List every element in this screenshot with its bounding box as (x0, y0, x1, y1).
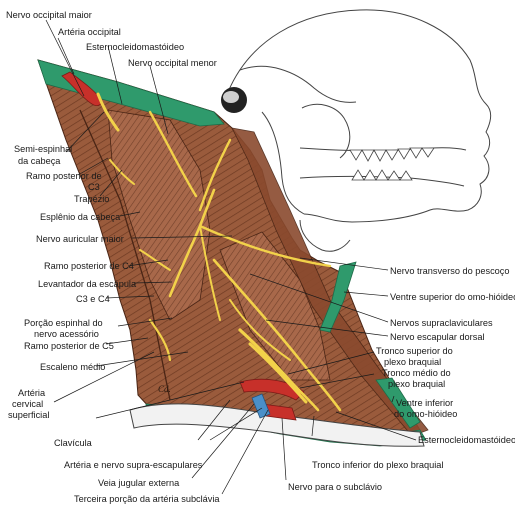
label-nervo-acessorio: nervo acessório (34, 329, 99, 339)
label-superficial: superficial (8, 410, 49, 420)
omohyoid-superior-belly (319, 261, 357, 333)
great-auricular-nerve (198, 138, 232, 212)
label-ramo-posterior-c3-num: C3 (88, 182, 100, 192)
fascia-top (37, 59, 225, 127)
posterior-ramus-c4 (139, 249, 171, 271)
label-nervo-transverso: Nervo transverso do pescoço (390, 266, 510, 276)
external-jugular-vein (251, 393, 271, 419)
label-porcao-espinhal: Porção espinhal do (24, 318, 103, 328)
clavicle-bone (129, 403, 425, 447)
label-veia-jugular-externa: Veia jugular externa (98, 478, 180, 488)
label-nervo-auricular-maior: Nervo auricular maior (36, 234, 124, 244)
label-c3-c4: C3 e C4 (76, 294, 110, 304)
label-esternocleidomastoideo-bottom: Esternocleidomastóideo (418, 435, 515, 445)
label-trapezio: Trapézio (74, 194, 109, 204)
teeth (349, 147, 435, 181)
dorsal-scapular-nerve (229, 299, 291, 361)
label-nervo-subclavio: Nervo para o subclávio (288, 482, 382, 492)
label-semi-espinhal: Semi-espinhal (14, 144, 72, 154)
trapezius-edge (79, 109, 171, 401)
label-esplenio-cabeca: Esplênio da cabeça (40, 212, 121, 222)
accessory-nerve (199, 225, 221, 321)
greater-occipital-nerve (96, 92, 120, 132)
label-ramo-posterior-c4: Ramo posterior de C4 (44, 261, 134, 271)
splenius-muscle (107, 109, 211, 321)
label-tronco-superior: Tronco superior do (376, 346, 453, 356)
label-levantador-escapula: Levantador da escápula (38, 279, 137, 289)
scalene-muscle (219, 231, 331, 381)
label-ramo-posterior-c3: Ramo posterior de (26, 171, 102, 181)
label-arteria-occipital: Artéria occipital (58, 27, 121, 37)
transverse-cervical-nerve (198, 224, 332, 268)
nerves (96, 92, 342, 412)
mastoid-process (221, 87, 247, 113)
label-esternocleidomastoideo-top: Esternocleidomastóideo (86, 42, 184, 52)
label-cervical: cervical (12, 399, 43, 409)
label-ramo-posterior-c5: Ramo posterior de C5 (24, 341, 114, 351)
label-tronco-medio: Tronco médio do (382, 368, 451, 378)
label-terceira-porcao-subclavia: Terceira porção da artéria subclávia (74, 494, 220, 504)
label-nervos-supraclaviculares: Nervos supraclaviculares (390, 318, 493, 328)
label-ventre-inferior: Ventre inferior (396, 398, 453, 408)
supraclavicular-nerves (212, 258, 342, 412)
label-tronco-inferior: Tronco inferior do plexo braquial (312, 460, 443, 470)
posterior-ramus-c3 (109, 159, 135, 185)
lesser-occipital-nerve (148, 110, 198, 198)
label-tronco-superior-plexo: plexo braquial (384, 357, 441, 367)
omohyoid-inferior-belly (375, 377, 421, 429)
leader-lines (45, 19, 417, 495)
label-clavicula: Clavícula (54, 438, 93, 448)
label-nervo-occipital-menor: Nervo occipital menor (128, 58, 217, 68)
labels: Nervo occipital maior Artéria occipital … (6, 10, 515, 504)
label-semi-espinhal-cabeca: da cabeça (18, 156, 61, 166)
label-ventre-inferior-omo: do omo-hióideo (394, 409, 457, 419)
label-ventre-superior-omo: Ventre superior do omo-hióideo (390, 292, 515, 302)
occipital-artery (61, 71, 102, 106)
brachial-plexus-middle (248, 342, 308, 404)
label-escaleno-medio: Escaleno médio (40, 362, 105, 372)
label-nervo-occipital-maior: Nervo occipital maior (6, 10, 92, 20)
artist-signature: Cd. (158, 384, 171, 394)
label-nervo-escapular-dorsal: Nervo escapular dorsal (390, 332, 484, 342)
label-tronco-medio-plexo: plexo braquial (388, 379, 445, 389)
label-arteria-nervo-supra-escapulares: Artéria e nervo supra-escapulares (64, 460, 203, 470)
label-arteria: Artéria (18, 388, 46, 398)
brachial-plexus-lower (260, 350, 320, 412)
posterior-ramus-c5 (148, 318, 172, 362)
